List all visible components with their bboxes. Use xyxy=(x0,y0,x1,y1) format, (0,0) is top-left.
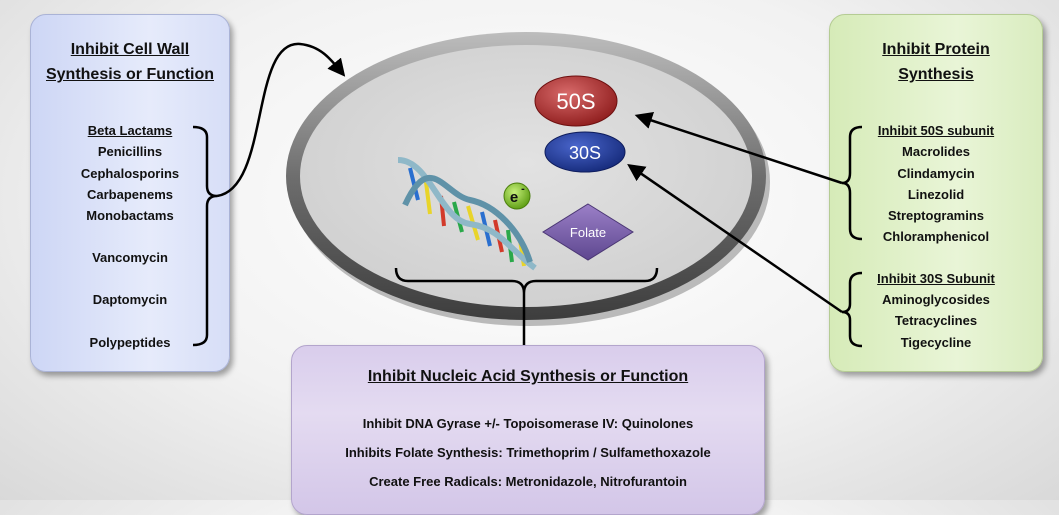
protein-30s-header: Inhibit 30S Subunit xyxy=(877,271,995,286)
ribosome-50s: 50S xyxy=(534,75,618,127)
cell-wall-title-line2: Synthesis or Function xyxy=(45,66,214,83)
protein-30s-item: Tetracyclines xyxy=(894,313,978,328)
bacterial-cell xyxy=(286,32,770,326)
ribosome-30s-label: 30S xyxy=(569,143,601,163)
ribosome-30s: 30S xyxy=(544,131,626,173)
cell-wall-item: Vancomycin xyxy=(92,250,168,265)
cell-wall-item: Daptomycin xyxy=(92,292,168,307)
nucleic-line: Inhibit DNA Gyrase +/- Topoisomerase IV:… xyxy=(362,416,694,431)
nucleic-line: Create Free Radicals: Metronidazole, Nit… xyxy=(369,474,687,489)
protein-50s-item: Chloramphenicol xyxy=(882,229,990,244)
protein-30s-item: Tigecycline xyxy=(900,335,972,350)
cell-wall-arrow xyxy=(216,42,346,198)
free-radical-electron: e - xyxy=(503,182,531,210)
cell-wall-item: Beta Lactams xyxy=(87,123,173,138)
cell-wall-item: Penicillins xyxy=(97,144,163,159)
protein-title-line1: Inhibit Protein xyxy=(882,41,990,58)
protein-30s-item: Aminoglycosides xyxy=(882,292,990,307)
protein-50s-item: Macrolides xyxy=(902,144,970,159)
cell-wall-item: Monobactams xyxy=(86,208,174,223)
protein-50s-item: Streptogramins xyxy=(887,208,985,223)
protein-30s-bracket xyxy=(841,271,863,348)
ribosome-50s-label: 50S xyxy=(556,89,595,114)
cell-wall-item: Cephalosporins xyxy=(80,166,180,181)
protein-synthesis-panel: Inhibit Protein Synthesis Inhibit 50S su… xyxy=(829,14,1043,372)
arrow-to-50s xyxy=(634,112,843,185)
protein-title-line2: Synthesis xyxy=(898,66,974,83)
cell-wall-bracket xyxy=(192,125,218,347)
cell-wall-item: Polypeptides xyxy=(89,335,171,350)
cell-wall-item: Carbapenems xyxy=(87,187,173,202)
folate-diamond: Folate xyxy=(542,203,634,261)
protein-50s-bracket xyxy=(841,125,863,241)
nucleic-line: Inhibits Folate Synthesis: Trimethoprim … xyxy=(345,445,711,460)
cell-wall-panel: Inhibit Cell Wall Synthesis or Function … xyxy=(30,14,230,372)
nucleic-acid-panel: Inhibit Nucleic Acid Synthesis or Functi… xyxy=(291,345,765,515)
electron-label: e xyxy=(510,189,518,206)
arrow-to-30s xyxy=(627,164,843,314)
nucleic-title: Inhibit Nucleic Acid Synthesis or Functi… xyxy=(367,368,689,385)
dna-helix-icon xyxy=(397,157,537,271)
folate-label: Folate xyxy=(570,225,606,240)
protein-50s-item: Linezolid xyxy=(907,187,965,202)
electron-charge: - xyxy=(521,183,525,195)
bacterial-cell-diagram: 50S 30S e - Folate xyxy=(192,32,863,348)
protein-50s-item: Clindamycin xyxy=(897,166,975,181)
cell-wall-title-line1: Inhibit Cell Wall xyxy=(70,41,190,58)
protein-50s-header: Inhibit 50S subunit xyxy=(877,123,995,138)
